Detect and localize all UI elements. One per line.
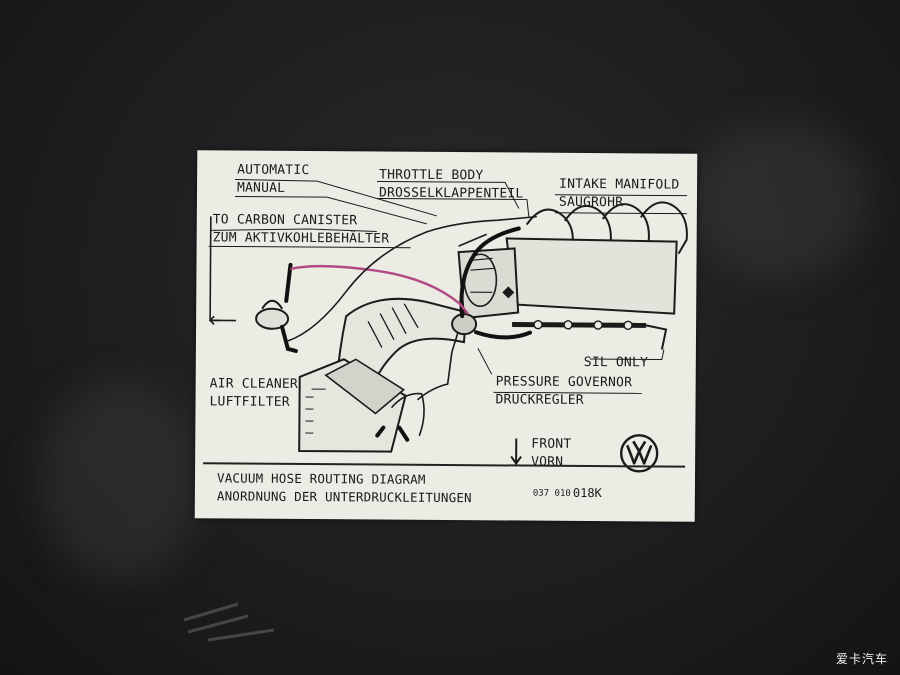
part-number-suffix: 018K <box>572 485 602 501</box>
surface-smudge <box>183 602 275 642</box>
vacuum-hose <box>280 324 298 353</box>
intake-manifold-body <box>505 237 678 315</box>
label-intake-manifold-de: SAUGROHR <box>558 194 624 211</box>
manifold-runner <box>563 204 612 254</box>
vw-logo <box>619 434 659 473</box>
vacuum-hose <box>459 226 521 319</box>
vacuum-line <box>458 215 537 247</box>
arrow-down-icon <box>510 438 522 466</box>
label-intake-manifold: INTAKE MANIFOLD <box>559 176 680 193</box>
pressure-governor <box>451 313 478 336</box>
hose-highlight <box>290 264 470 315</box>
label-pressure-governor: PRESSURE GOVERNOR <box>495 374 633 391</box>
label-throttle-body-de: DROSSELKLAPPENTEIL <box>378 185 524 202</box>
vacuum-hose-label: AUTOMATIC MANUAL THROTTLE BODY DROSSELKL… <box>194 150 698 522</box>
vacuum-line <box>390 392 425 437</box>
label-pressure-governor-de: DRUCKREGLER <box>495 392 584 408</box>
diagram-title: VACUUM HOSE ROUTING DIAGRAM <box>216 470 426 487</box>
vacuum-hose <box>284 262 293 303</box>
label-air-cleaner-de: LUFTFILTER <box>209 394 290 410</box>
manifold-runner <box>601 203 650 254</box>
label-carbon-canister-de: ZUM AKTIVKOHLEBEHÄLTER <box>212 230 390 247</box>
label-automatic: AUTOMATIC <box>237 162 310 179</box>
vacuum-line <box>417 331 459 401</box>
watermark: 爱卡汽车 <box>835 652 888 666</box>
label-air-cleaner: AIR CLEANER <box>209 376 299 392</box>
part-number-prefix: 037 010 <box>532 488 571 499</box>
vacuum-hose <box>474 330 533 340</box>
label-sil-only: SIL ONLY <box>583 354 649 371</box>
label-front: FRONT <box>531 436 572 452</box>
surface-stain <box>690 120 870 280</box>
label-front-de: VORN <box>531 454 564 470</box>
vacuum-hose <box>375 425 410 442</box>
canister-valve <box>255 307 290 330</box>
label-throttle-body: THROTTLE BODY <box>379 167 484 184</box>
vacuum-line <box>287 219 497 342</box>
filter-element <box>324 358 405 415</box>
diagram-title-de: ANORDNUNG DER UNTERDRUCKLEITUNGEN <box>216 488 472 506</box>
surface-stain <box>40 380 200 580</box>
label-manual: MANUAL <box>236 180 286 196</box>
label-carbon-canister: TO CARBON CANISTER <box>212 212 358 229</box>
manifold-runner <box>640 201 688 255</box>
vacuum-line <box>208 315 221 325</box>
hose-routing-diagram <box>208 179 688 453</box>
